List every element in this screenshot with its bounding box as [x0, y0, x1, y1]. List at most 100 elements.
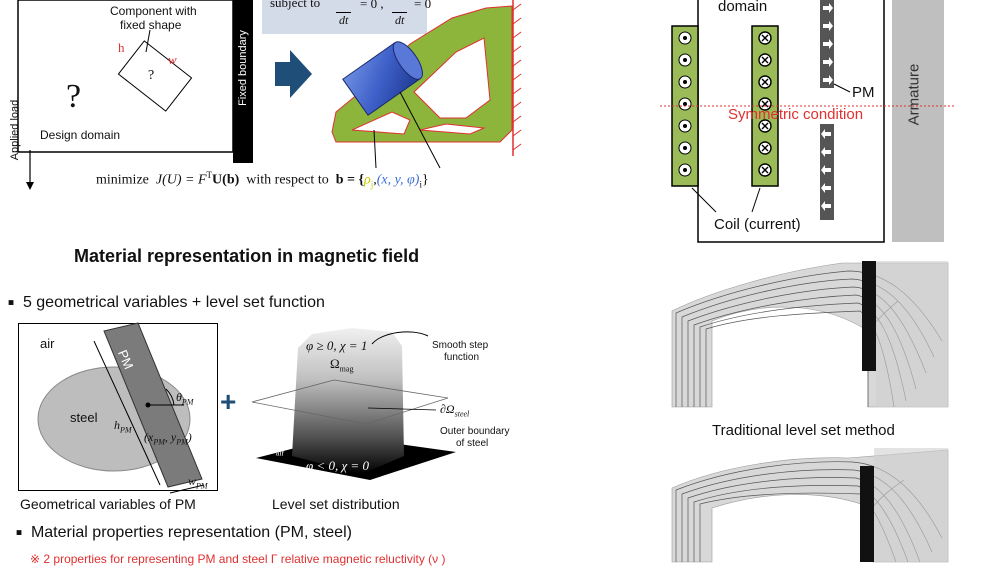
footnote: ※ 2 properties for representing PM and s… [30, 552, 446, 566]
levelset-caption: Level set distribution [272, 496, 400, 512]
levelset-surface [292, 328, 404, 474]
steel-label: steel [70, 410, 98, 425]
pointer-structure [373, 129, 377, 169]
dt-1: dt [336, 12, 352, 28]
armature-strip-1 [876, 261, 948, 407]
component-label-2: fixed shape [120, 18, 182, 32]
armature-label: Armature [905, 63, 923, 126]
pm-right-label: PM [852, 84, 875, 101]
outer-label-1: Outer boundary [440, 426, 510, 437]
component-pointer [145, 29, 151, 53]
magnetic-model [660, 0, 956, 243]
flux-plot-proposed [671, 448, 949, 563]
xy-open: (x [144, 430, 154, 444]
smooth-label-1: Smooth step [432, 340, 489, 351]
eq-2: = 0 [414, 0, 432, 11]
h-dimension [93, 340, 161, 486]
design-domain-figure [17, 0, 522, 190]
domain-label: domain [718, 0, 768, 15]
pm-block-1 [862, 261, 876, 371]
blue-arrow [275, 50, 312, 98]
formula-respect: with respect to [246, 172, 329, 188]
formula-xyphi: (x, y, φ) [376, 172, 420, 188]
outer-label-2: of steel [456, 438, 489, 449]
theta-symbol: θ [176, 390, 182, 404]
pm-caption: Geometrical variables of PM [20, 496, 196, 512]
h-symbol: h [114, 418, 120, 432]
w-symbol: w [188, 474, 197, 488]
question-small: ? [148, 68, 155, 83]
omega-mag-label: Ωmag [330, 356, 353, 374]
theta-label: θPM [176, 390, 193, 406]
question-big: ? [66, 78, 82, 115]
w-label: w [168, 52, 177, 67]
formula-b: b = { [335, 172, 364, 188]
structure-hole-3 [419, 123, 486, 135]
pm-block-2 [860, 466, 874, 562]
h-sub: PM [120, 425, 132, 435]
xy-sub-2: PM [176, 437, 188, 447]
section-title: Material representation in magnetic fiel… [74, 246, 420, 266]
pm-pointer [833, 83, 851, 93]
coil-label: Coil (current) [714, 216, 801, 233]
boundary-label: ∂Ωsteel [440, 402, 469, 418]
formula-t: T [206, 170, 213, 180]
omega-mag-symbol: Ω [330, 356, 340, 371]
xy-pm-label: (xPM, yPM) [144, 430, 192, 446]
bullet-1-text: 5 geometrical variables + level set func… [22, 294, 325, 311]
structure-hole-1 [351, 111, 411, 135]
coil-pointer-right [751, 187, 761, 213]
h-pm-label: hPM [114, 418, 132, 434]
coil-pointer-left [691, 187, 717, 213]
levelset-bottom-label: φ < 0, χ = 0 [306, 458, 369, 473]
boundary-symbol: ∂Ω [440, 402, 455, 416]
eq-1: = 0 , [360, 0, 384, 11]
formula-rho-sub: j [370, 179, 374, 190]
pm-arrows-top [823, 3, 833, 85]
bullet-1-marker: ■ [8, 297, 15, 309]
xy-sub-1: PM [153, 437, 165, 447]
formula-i: i [419, 179, 422, 190]
pm-diagram [18, 322, 218, 494]
bullet-2: ■ Material properties representation (PM… [16, 524, 352, 542]
formula-u: U(b) [212, 172, 240, 188]
smooth-label-2: function [444, 352, 480, 363]
omega-mag-sub: mag [339, 364, 354, 374]
component-label-1: Component with [110, 4, 197, 18]
bullet-2-marker: ■ [16, 527, 23, 539]
w-dimension [169, 484, 205, 494]
pm-arrows-bottom [821, 129, 831, 211]
wall-hatch [512, 3, 522, 151]
theta-sub: PM [181, 397, 194, 407]
formula-rho: ρ [363, 172, 371, 188]
omega-air-sub: air [275, 448, 285, 458]
flux-plot-traditional [671, 261, 949, 408]
boundary-sub: steel [454, 409, 470, 419]
domain-box [697, 0, 885, 243]
formula-comma: , [373, 172, 377, 188]
structure-hole-2 [413, 37, 491, 119]
w-sub: PM [196, 481, 208, 491]
levelset-top-label: φ ≥ 0, χ = 1 [306, 338, 368, 353]
applied-load-label: Applied load [9, 99, 21, 161]
coil-right-crosses [758, 31, 772, 177]
levelset-plane [251, 379, 449, 425]
theta-arc [165, 388, 175, 406]
w-pm-label: wPM [188, 474, 208, 490]
xy-mid: , y [164, 430, 177, 444]
pm-air: air [40, 336, 55, 351]
center-point [145, 402, 151, 408]
design-domain-label: Design domain [40, 128, 121, 142]
formula-minimize: minimize [96, 172, 149, 188]
symmetric-label: Symmetric condition [728, 106, 864, 123]
subject-box [262, 0, 427, 34]
pointer-cylinder [399, 91, 441, 169]
plus-sign: + [220, 386, 237, 417]
omega-air-symbol: Ω [266, 440, 276, 455]
component-rect [117, 40, 193, 112]
traditional-label: Traditional level set method [712, 422, 895, 439]
xy-close: ) [187, 430, 192, 444]
smooth-pointer [371, 331, 429, 345]
coil-left-dots [678, 31, 692, 177]
objective-formula: minimize J(U) = FTU(b) with respect to b… [96, 170, 429, 189]
